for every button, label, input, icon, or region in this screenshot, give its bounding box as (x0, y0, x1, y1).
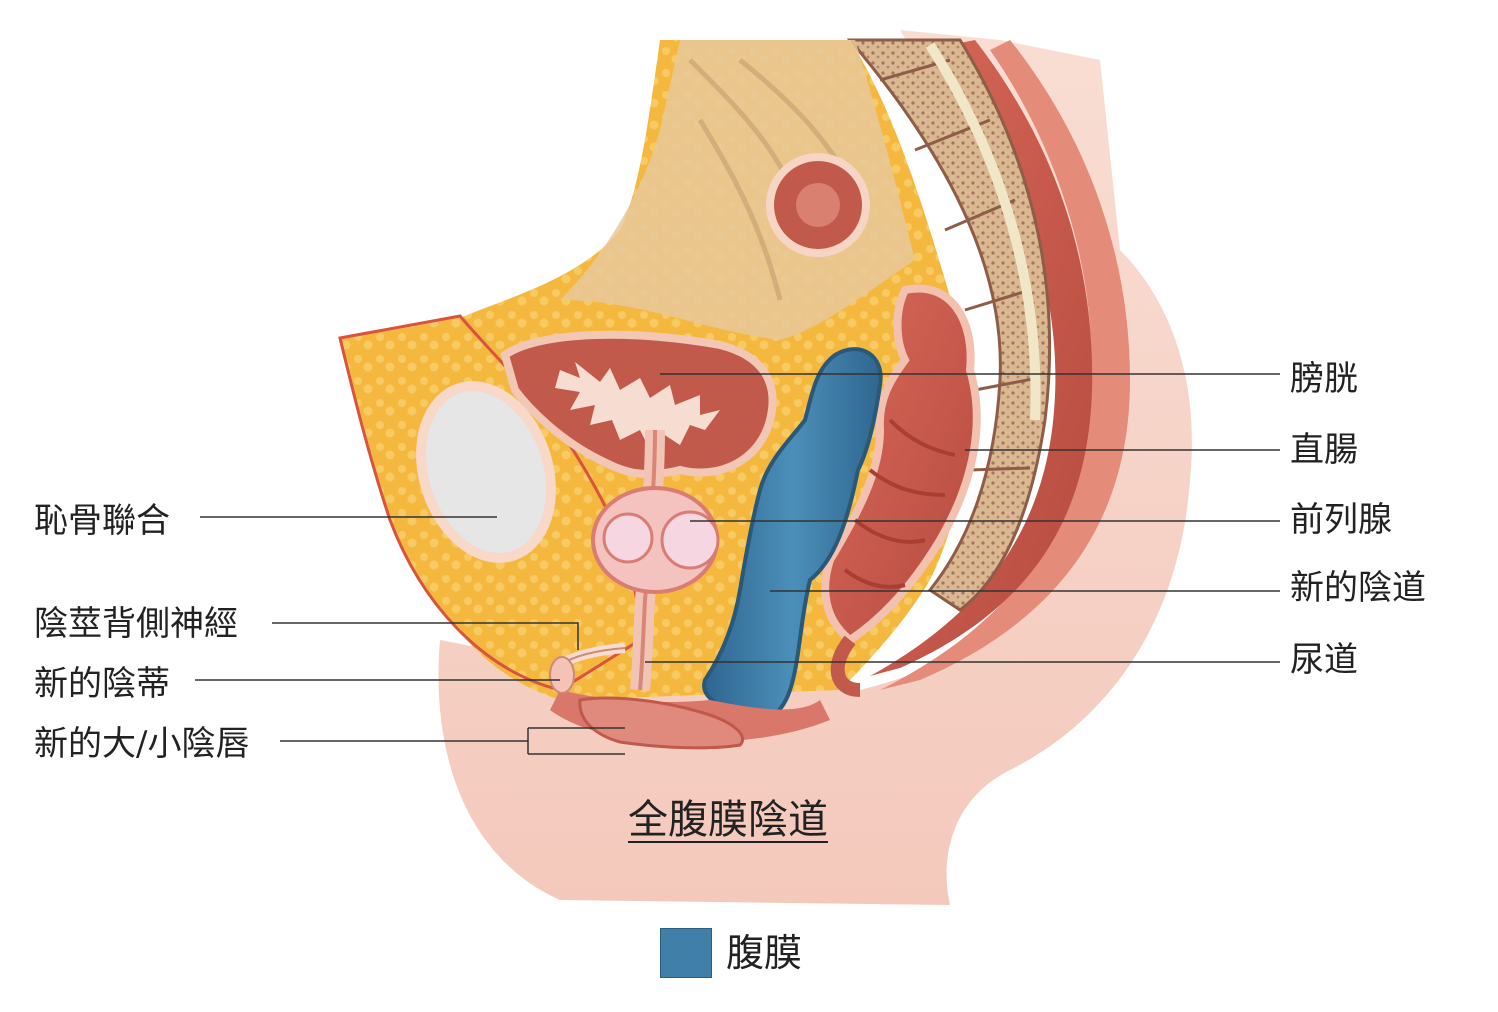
rectum-folds (843, 418, 956, 589)
label-urethra: 尿道 (1290, 640, 1358, 680)
label-neovagina: 新的陰道 (1290, 568, 1426, 608)
label-neo-labia: 新的大/小陰唇 (34, 724, 250, 764)
spinal-canal (925, 42, 1041, 421)
diagram-title: 全腹膜陰道 (628, 797, 828, 843)
legend-label-peritoneum: 腹膜 (726, 931, 803, 975)
neo-labia-shape (578, 696, 744, 750)
anal-canal (830, 635, 861, 697)
leader-dorsal-nerve (272, 622, 579, 650)
legend-swatch-peritoneum (660, 928, 712, 978)
neo-clitoris-shape (549, 656, 575, 694)
label-neo-clitoris: 新的陰蒂 (34, 664, 170, 704)
back-muscle-inner (870, 40, 1093, 676)
pubic-symphysis-bone (416, 381, 556, 563)
back-muscle-outer (880, 40, 1130, 690)
label-dorsal-penile-nerve: 陰莖背側神經 (34, 604, 238, 644)
label-prostate: 前列腺 (1290, 500, 1392, 540)
bladder-lumen (555, 362, 720, 450)
label-rectum: 直腸 (1290, 430, 1358, 470)
leader-lines (195, 373, 1280, 755)
label-pubic-symphysis: 恥骨聯合 (34, 501, 170, 541)
label-bladder: 膀胱 (1290, 359, 1358, 399)
leader-neo-labia (280, 727, 625, 755)
